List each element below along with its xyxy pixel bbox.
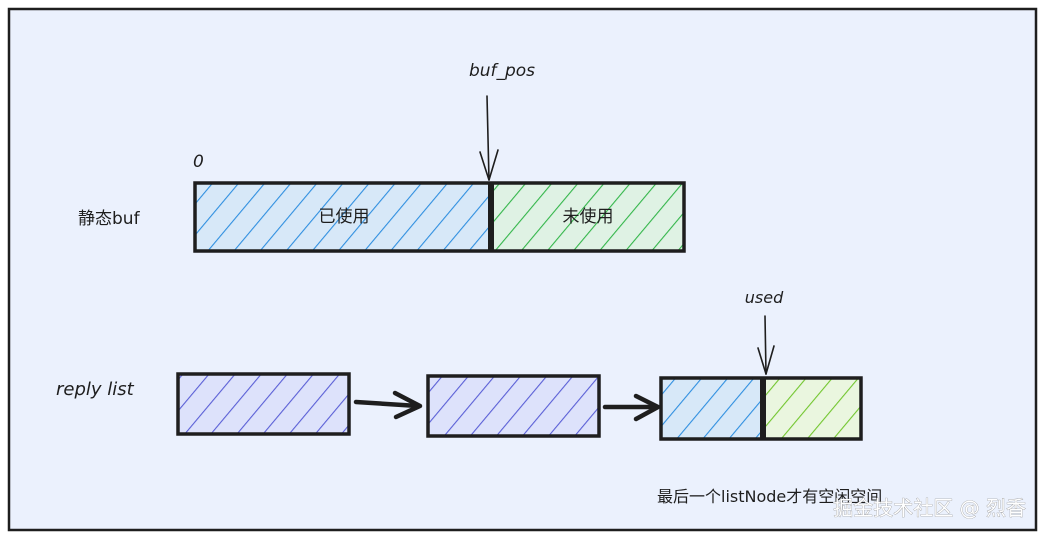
list-node-2-fill-hatch <box>428 376 599 436</box>
reply-list-row-label: reply list <box>56 379 135 400</box>
static-buffer-outline <box>193 181 686 253</box>
list-node-2-outline <box>426 374 601 438</box>
used-pointer-arrow <box>757 315 775 375</box>
diagram-frame <box>7 7 1038 532</box>
used-pointer-label: used <box>745 288 784 307</box>
static-buf-row-label: 静态buf <box>78 209 141 229</box>
buf-pos-arrow <box>479 95 499 181</box>
used-segment-label: 已使用 <box>319 206 370 227</box>
node-link-arrow-1-head <box>392 390 423 420</box>
node-link-arrow-1 <box>353 390 423 420</box>
node-link-arrow-1-shaft <box>353 399 421 409</box>
last-node-free-space-note: 最后一个listNode才有空闲空间 <box>657 487 882 506</box>
buf-pos-arrow-shaft <box>486 95 490 181</box>
buffer-start-zero-label: 0 <box>193 152 204 172</box>
list-node-3-used-segment-hatch <box>661 378 763 439</box>
buf-pos-pointer-label: buf_pos <box>469 61 535 81</box>
node-link-arrow-2 <box>602 393 661 422</box>
list-node-1-fill-hatch <box>178 374 349 434</box>
static-buffer-used-segment-hatch <box>195 183 490 251</box>
unused-segment-label: 未使用 <box>563 206 614 227</box>
buf-pos-arrow-head <box>479 149 499 181</box>
used-pointer-arrow-head <box>757 345 775 375</box>
static-buffer-unused-segment-hatch <box>490 183 684 251</box>
static-buffer <box>193 181 686 253</box>
list-node-1-outline <box>176 372 351 436</box>
node-link-arrow-2-head <box>633 393 661 422</box>
used-pointer-arrow-shaft <box>764 315 767 375</box>
list-node-3-unused-segment-hatch <box>763 378 861 439</box>
list-node-1 <box>176 372 351 436</box>
list-node-3 <box>659 376 863 441</box>
list-node-2 <box>426 374 601 438</box>
watermark: 掘金技术社区 @ 烈香 <box>833 496 1026 520</box>
